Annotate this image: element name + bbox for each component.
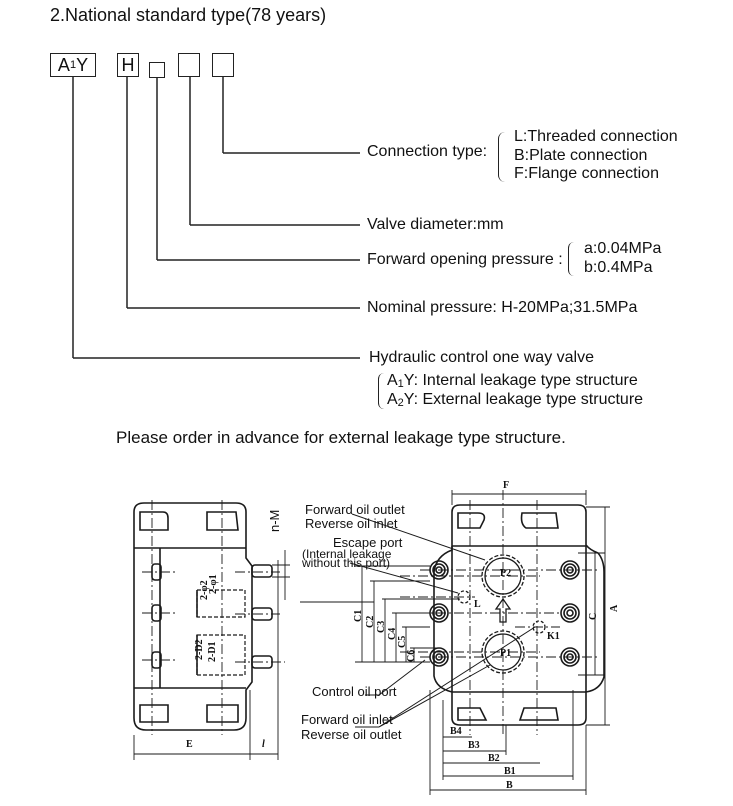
dim-b3: B3	[468, 740, 480, 751]
dim-c1: C1	[353, 609, 364, 622]
code-box-connection-type	[212, 53, 234, 77]
option-code: A	[387, 372, 398, 389]
dim-c5: C5	[397, 635, 408, 648]
side-view	[133, 502, 273, 731]
code-box-subscript: 1	[69, 59, 77, 71]
option-subscript: 2	[397, 397, 404, 409]
callout-escape-port: Escape port	[333, 535, 403, 550]
dim-c2: C2	[365, 615, 376, 628]
option-text: : External leakage type structure	[413, 391, 644, 408]
dim-c: C	[588, 612, 599, 620]
option-text: : Internal leakage type structure	[413, 372, 638, 389]
connection-type-brace	[498, 132, 505, 182]
dim-c6: C6	[406, 649, 417, 662]
callout-reverse-oil-inlet: Reverse oil inlet	[305, 516, 398, 531]
option-code: A	[387, 391, 398, 408]
connection-option-flange: F:Flange connection	[514, 165, 659, 182]
section-title: 2.National standard type(78 years)	[50, 5, 327, 25]
order-note: Please order in advance for external lea…	[116, 428, 566, 447]
connection-option-threaded: L:Threaded connection	[514, 128, 678, 145]
connection-type-label: Connection type:	[367, 143, 488, 160]
dim-b4: B4	[450, 726, 462, 737]
callout-internal-leakage-note-2: without this port)	[302, 556, 391, 570]
dim-b1: B1	[504, 766, 516, 777]
front-view	[433, 504, 605, 726]
valve-diameter-label: Valve diameter:mm	[367, 216, 504, 233]
code-box-opening-pressure	[149, 62, 165, 78]
code-box-valve-diameter	[178, 53, 200, 77]
opening-pressure-brace	[568, 242, 574, 276]
option-suffix: Y	[403, 391, 414, 408]
callout-internal-leakage-note-1: (Internal leakage	[302, 547, 392, 561]
connection-option-plate: B:Plate connection	[514, 147, 648, 164]
nominal-pressure-label: Nominal pressure: H-20MPa;31.5MPa	[367, 299, 638, 316]
valve-type-brace	[378, 373, 384, 409]
port-k1-label: K1	[547, 631, 560, 642]
callout-forward-oil-outlet: Forward oil outlet	[305, 502, 405, 517]
dim-c3: C3	[376, 620, 387, 633]
code-box-text: H	[121, 54, 135, 75]
opening-pressure-option-b: b:0.4MPa	[584, 259, 653, 276]
code-box-text: A	[57, 54, 70, 75]
valve-type-option-internal: A1Y: Internal leakage type structure	[387, 372, 638, 390]
dim-a: A	[609, 604, 620, 612]
dim-b: B	[506, 780, 513, 791]
dim-l: l	[262, 739, 265, 750]
forward-opening-pressure-label: Forward opening pressure :	[367, 251, 563, 268]
option-suffix: Y	[403, 372, 414, 389]
port-p1-label: P1	[500, 648, 512, 659]
port-l-label: L	[474, 599, 481, 610]
dim-2-d1: 2-D1	[207, 641, 218, 662]
callout-forward-oil-inlet: Forward oil inlet	[301, 712, 393, 727]
opening-pressure-option-a: a:0.04MPa	[584, 240, 662, 257]
dim-2-d2: 2-D2	[194, 639, 205, 660]
code-box-suffix: Y	[76, 54, 89, 75]
option-subscript: 1	[397, 378, 404, 390]
valve-type-option-external: A2Y: External leakage type structure	[387, 391, 643, 409]
dim-2-phi1: 2-φ1	[208, 574, 219, 594]
dim-b2: B2	[488, 753, 500, 764]
port-p2-label: P2	[500, 568, 512, 579]
callout-reverse-oil-outlet: Reverse oil outlet	[301, 727, 402, 742]
dim-n-m: n-M	[267, 509, 282, 532]
dim-f: F	[503, 480, 510, 491]
dim-e: E	[186, 739, 193, 750]
valve-type-label: Hydraulic control one way valve	[369, 349, 594, 366]
callout-control-oil-port: Control oil port	[312, 684, 397, 699]
code-box-nominal-pressure: H	[117, 53, 139, 77]
